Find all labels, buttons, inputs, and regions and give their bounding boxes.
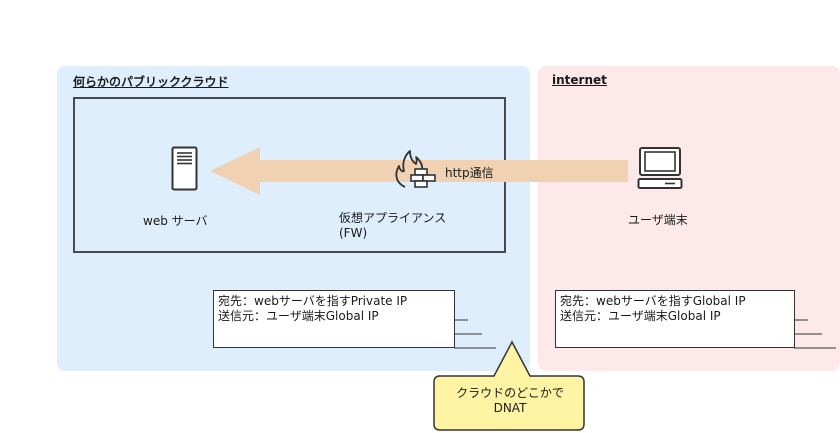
appliance-label: 仮想アプライアンス (FW) bbox=[339, 211, 446, 241]
desktop-computer-icon bbox=[637, 147, 683, 189]
internet-packet-note: 宛先：webサーバを指すGlobal IP 送信元：ユーザ端末Global IP bbox=[555, 290, 795, 348]
cloud-note-source: 送信元：ユーザ端末Global IP bbox=[218, 309, 379, 323]
dnat-callout-line1: クラウドのどこかで bbox=[456, 386, 564, 400]
http-flow-label: http通信 bbox=[445, 166, 494, 180]
user-terminal-label: ユーザ端末 bbox=[628, 213, 688, 227]
dnat-callout-text: クラウドのどこかで DNAT bbox=[436, 386, 584, 416]
cloud-packet-note: 宛先：webサーバを指すPrivate IP 送信元：ユーザ端末Global I… bbox=[213, 290, 455, 348]
dnat-callout-bubble bbox=[433, 340, 585, 431]
firewall-icon bbox=[395, 150, 436, 188]
cloud-note-stack-lines bbox=[454, 319, 496, 349]
internet-note-stack-lines bbox=[794, 319, 836, 349]
cloud-note-destination: 宛先：webサーバを指すPrivate IP bbox=[218, 294, 408, 308]
server-icon bbox=[171, 146, 198, 191]
dnat-callout-line2: DNAT bbox=[493, 401, 527, 415]
internet-title: internet bbox=[552, 73, 607, 87]
internet-note-source: 送信元：ユーザ端末Global IP bbox=[560, 309, 721, 323]
appliance-label-line1: 仮想アプライアンス bbox=[339, 211, 447, 225]
web-server-label: web サーバ bbox=[143, 214, 208, 228]
internet-note-destination: 宛先：webサーバを指すGlobal IP bbox=[560, 294, 746, 308]
appliance-label-line2: (FW) bbox=[339, 226, 368, 240]
public-cloud-title: 何らかのパブリッククラウド bbox=[73, 75, 229, 89]
